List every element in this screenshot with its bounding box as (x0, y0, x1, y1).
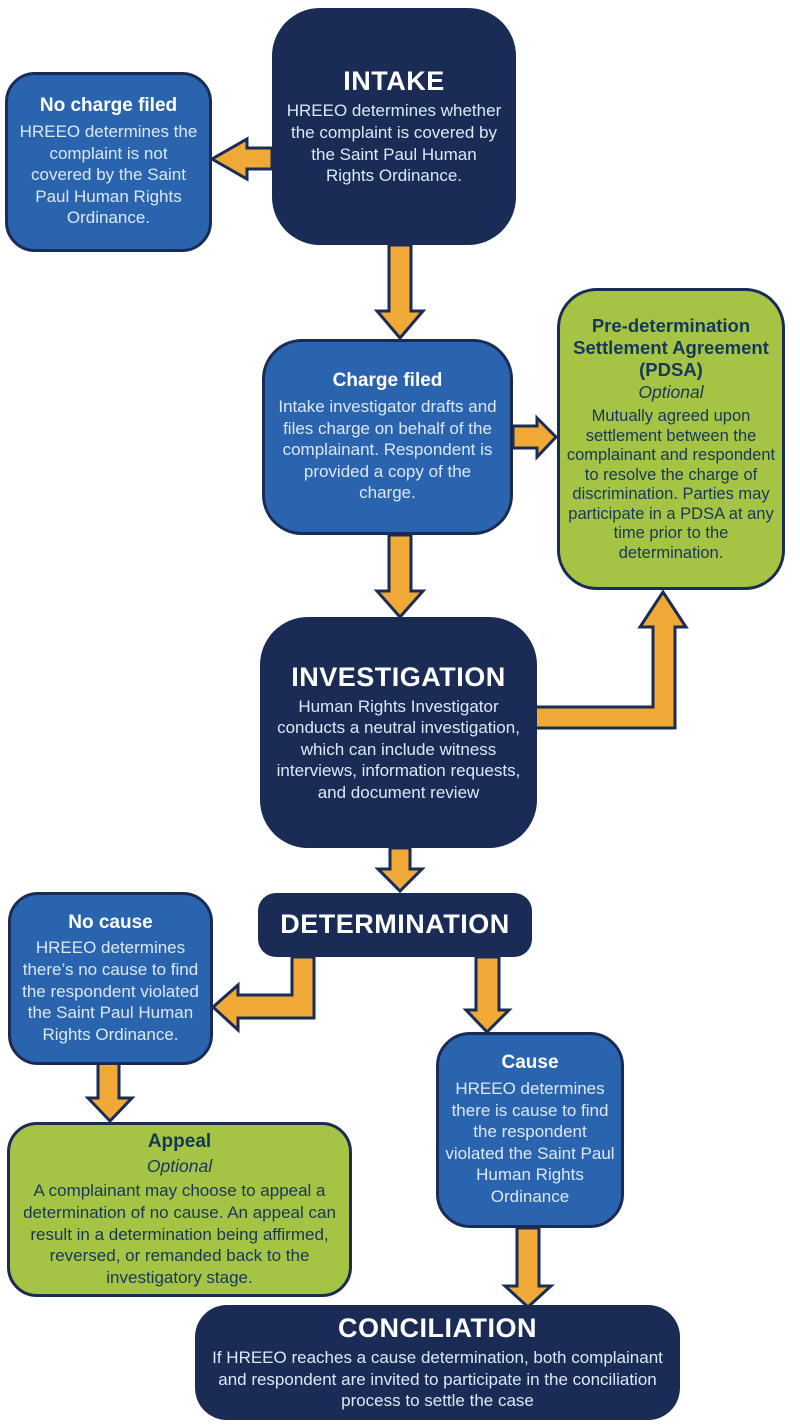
no-cause-title: No cause (68, 911, 153, 933)
charge-filed-body: Intake investigator drafts and files cha… (278, 396, 497, 503)
no-cause-node: No cause HREEO determines there’s no cau… (8, 892, 213, 1065)
pdsa-optional-label: Optional (638, 382, 704, 403)
arrow-cause-to-conciliation (501, 1226, 555, 1310)
intake-node: INTAKE HREEO determines whether the comp… (272, 8, 516, 245)
arrow-investigation-to-pdsa (533, 589, 689, 730)
arrow-determination-to-no-cause (210, 955, 316, 1034)
cause-node: Cause HREEO determines there is cause to… (436, 1032, 624, 1228)
investigation-title: INVESTIGATION (291, 661, 506, 692)
no-charge-filed-title: No charge filed (39, 95, 178, 117)
no-charge-filed-node: No charge filed HREEO determines the com… (5, 72, 212, 252)
appeal-title: Appeal (147, 1130, 212, 1152)
conciliation-title: CONCILIATION (338, 1313, 537, 1344)
investigation-body: Human Rights Investigator conducts a neu… (276, 696, 521, 802)
investigation-node: INVESTIGATION Human Rights Investigator … (260, 617, 537, 848)
arrow-charge-filed-to-investigation (373, 533, 427, 620)
pdsa-node: Pre-determination Settlement Agreement (… (557, 288, 785, 590)
conciliation-body: If HREEO reaches a cause determination, … (212, 1348, 663, 1411)
appeal-body: A complainant may choose to appeal a det… (23, 1181, 336, 1287)
cause-title: Cause (501, 1052, 559, 1074)
determination-node: DETERMINATION (258, 893, 532, 957)
conciliation-node: CONCILIATION If HREEO reaches a cause de… (195, 1305, 680, 1420)
appeal-optional-label: Optional (146, 1155, 213, 1176)
pdsa-title: Pre-determination Settlement Agreement (… (573, 314, 769, 380)
charge-filed-node: Charge filed Intake investigator drafts … (262, 339, 513, 535)
arrow-no-cause-to-appeal (84, 1061, 136, 1124)
appeal-node: Appeal Optional A complainant may choose… (7, 1122, 352, 1297)
arrow-intake-to-charge-filed (373, 243, 427, 341)
determination-title: DETERMINATION (280, 909, 510, 940)
pdsa-body: Mutually agreed upon settlement between … (566, 407, 776, 562)
charge-filed-title: Charge filed (332, 370, 443, 392)
arrow-charge-filed-to-pdsa (511, 414, 559, 461)
no-charge-filed-body: HREEO determines the complaint is not co… (19, 121, 198, 228)
cause-body: HREEO determines there is cause to find … (445, 1079, 615, 1207)
arrow-determination-to-cause (462, 955, 513, 1035)
intake-body: HREEO determines whether the complaint i… (286, 101, 502, 186)
arrow-intake-to-no-charge (208, 136, 274, 182)
arrow-investigation-to-determination (374, 846, 426, 894)
intake-title: INTAKE (343, 66, 445, 97)
no-cause-body: HREEO determines there’s no cause to fin… (22, 938, 199, 1044)
